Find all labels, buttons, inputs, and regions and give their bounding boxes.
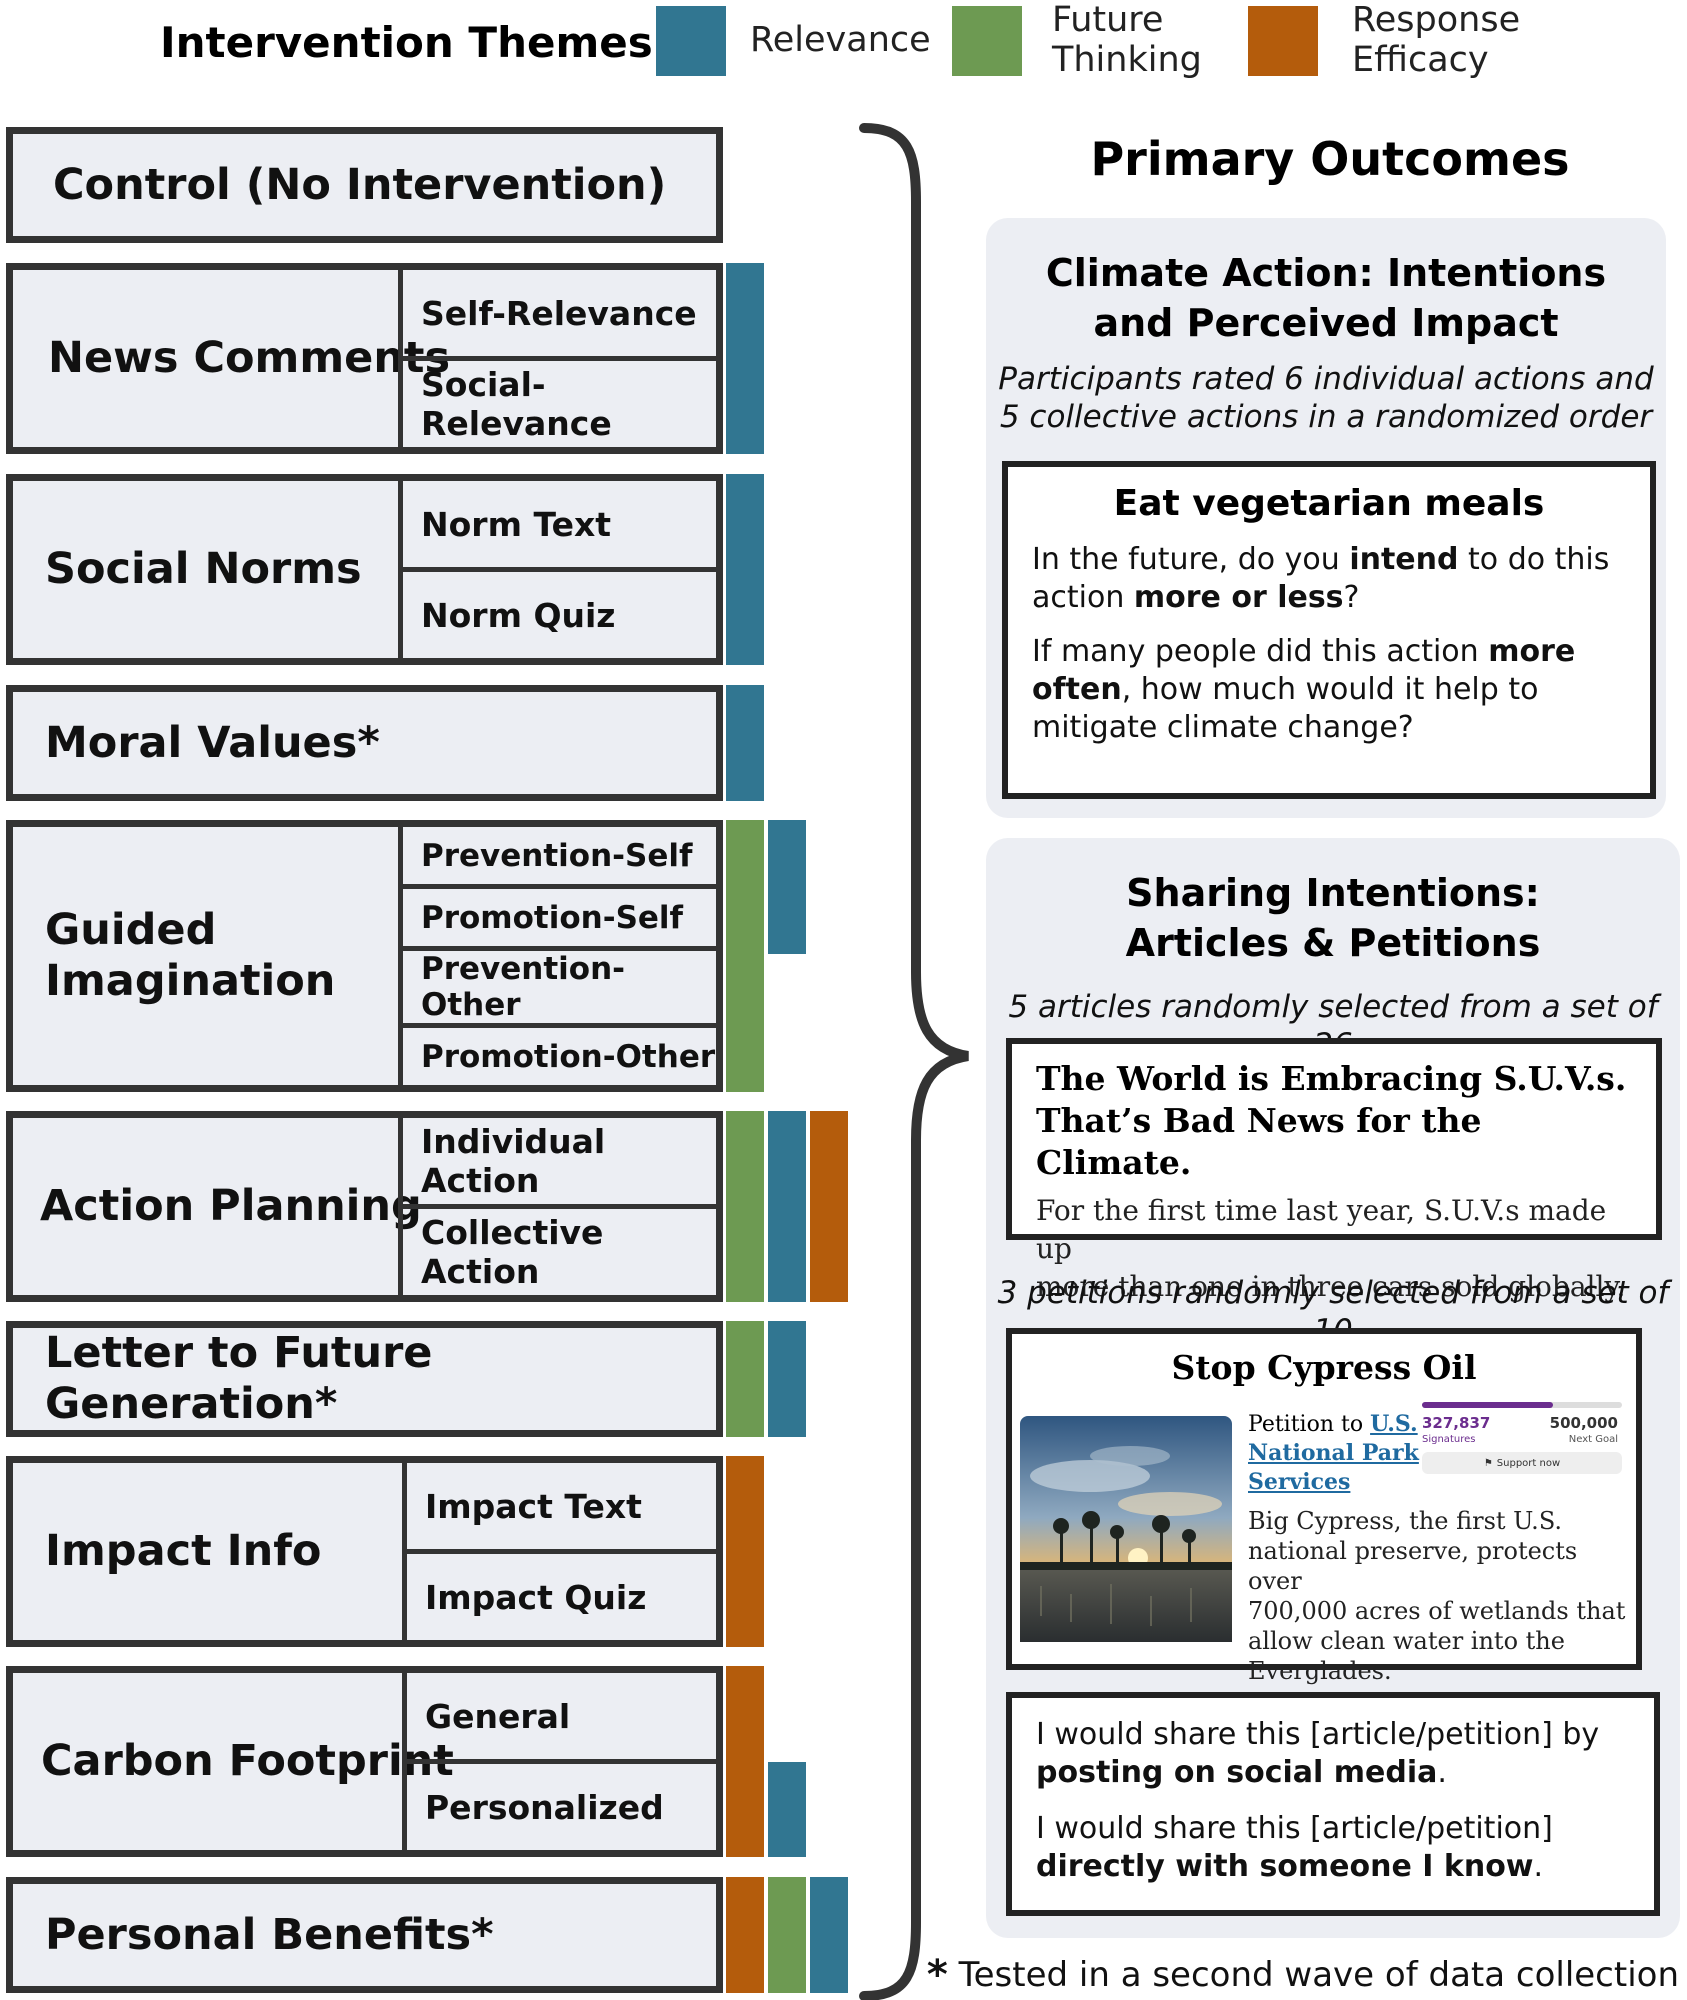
- article-body: For the first time last year, S.U.V.s ma…: [1036, 1194, 1626, 1303]
- theme-bar-response-efficacy: [726, 1666, 764, 1857]
- intervention-letter-future-generation: Letter to Future Generation*: [6, 1321, 723, 1437]
- theme-bar-relevance: [726, 263, 764, 454]
- petition-target-link[interactable]: U.S.: [1370, 1411, 1418, 1437]
- climate-action-example-card: Eat vegetarian meals In the future, do y…: [1002, 461, 1656, 799]
- theme-bar-response-efficacy: [726, 1877, 764, 1993]
- legend-swatch-relevance: [656, 6, 726, 76]
- theme-bar-future-thinking: [726, 1111, 764, 1302]
- footnote-star: *: [926, 1952, 948, 1998]
- sub-intervention: Promotion-Self: [403, 884, 716, 946]
- sub-intervention: Impact Quiz: [407, 1549, 716, 1640]
- petition-title: Stop Cypress Oil: [1171, 1348, 1477, 1387]
- theme-bar-response-efficacy: [726, 1456, 764, 1647]
- theme-bar-future-thinking: [768, 1877, 806, 1993]
- sub-intervention: Norm Text: [421, 504, 612, 544]
- sub-intervention: Collective Action: [403, 1204, 716, 1295]
- theme-bar-relevance: [768, 1111, 806, 1302]
- signature-goal-label: Next Goal: [1568, 1434, 1618, 1445]
- legend-label-response-efficacy: Response Efficacy: [1352, 0, 1521, 80]
- sub-intervention: Prevention-Other: [403, 946, 716, 1023]
- sub-intervention: Social-Relevance: [403, 356, 716, 447]
- signature-count: 327,837: [1422, 1414, 1491, 1432]
- signature-goal: 500,000: [1549, 1414, 1618, 1432]
- sub-intervention: Personalized: [407, 1759, 716, 1850]
- theme-bar-future-thinking: [726, 1321, 764, 1437]
- signature-count-label: Signatures: [1422, 1434, 1476, 1445]
- petition-target: Petition to U.S. National Park Services: [1248, 1411, 1419, 1495]
- sharing-intentions-title: Sharing Intentions: Articles & Petitions: [1125, 871, 1541, 965]
- intervention-label: News Comments: [48, 333, 451, 384]
- intervention-action-planning: Action Planning Individual Action Collec…: [6, 1111, 723, 1302]
- intervention-label: Personal Benefits*: [45, 1909, 494, 1960]
- theme-bar-relevance: [768, 1321, 806, 1437]
- sub-intervention: General: [425, 1696, 571, 1736]
- petition-target-link[interactable]: National Park: [1248, 1440, 1419, 1466]
- signature-progress-bar: [1422, 1402, 1622, 1408]
- climate-action-panel: Climate Action: Intentions and Perceived…: [986, 218, 1666, 818]
- petition-card: Stop Cypress Oil: [1006, 1328, 1642, 1685]
- climate-action-subtitle: Participants rated 6 individual actions …: [998, 361, 1654, 435]
- legend-swatch-future-thinking: [952, 6, 1022, 76]
- intervention-personal-benefits: Personal Benefits*: [6, 1877, 723, 1993]
- petition-description: Big Cypress, the first U.S. national pre…: [1248, 1507, 1626, 1685]
- intervention-control: Control (No Intervention): [6, 127, 723, 243]
- support-now-button[interactable]: ⚑Support now: [1422, 1452, 1622, 1474]
- intervention-label: Social Norms: [45, 544, 362, 595]
- intervention-moral-values: Moral Values*: [6, 685, 723, 801]
- impact-question: If many people did this action more ofte…: [1032, 634, 1576, 745]
- sub-intervention: Prevention-Self: [421, 837, 693, 874]
- intervention-guided-imagination: Guided Imagination Prevention-Self Promo…: [6, 820, 723, 1092]
- theme-bar-response-efficacy: [810, 1111, 848, 1302]
- share-social-media-question: I would share this [article/petition] by…: [1036, 1717, 1600, 1790]
- intervention-label: Letter to Future Generation*: [45, 1328, 433, 1429]
- intervention-label: Carbon Footprint: [41, 1736, 454, 1787]
- support-icon: ⚑: [1483, 1457, 1493, 1469]
- intervention-label: Guided Imagination: [45, 905, 336, 1006]
- intervention-label: Impact Info: [45, 1526, 322, 1577]
- footnote: * Tested in a second wave of data collec…: [926, 1952, 1679, 1998]
- sub-intervention: Impact Text: [425, 1486, 642, 1526]
- primary-outcomes-title: Primary Outcomes: [1090, 132, 1570, 186]
- theme-bar-relevance: [726, 474, 764, 665]
- theme-bar-future-thinking: [726, 820, 764, 1092]
- intervention-label: Control (No Intervention): [53, 159, 667, 210]
- intervention-label: Action Planning: [40, 1181, 422, 1232]
- intervention-impact-info: Impact Info Impact Text Impact Quiz: [6, 1456, 723, 1647]
- intervention-label: Moral Values*: [45, 717, 380, 768]
- signature-progress-fill: [1422, 1402, 1554, 1408]
- sharing-intentions-panel: Sharing Intentions: Articles & Petitions…: [986, 838, 1680, 1938]
- theme-bar-relevance: [768, 1762, 806, 1857]
- climate-action-title: Climate Action: Intentions and Perceived…: [1045, 251, 1607, 345]
- intention-question: In the future, do you intend to do this …: [1032, 542, 1610, 615]
- article-headline: The World is Embracing S.U.V.s. That’s B…: [1036, 1059, 1627, 1182]
- sharing-questions-card: I would share this [article/petition] by…: [1006, 1692, 1660, 1916]
- example-action-title: Eat vegetarian meals: [1113, 483, 1545, 524]
- sub-intervention: Promotion-Other: [403, 1023, 716, 1085]
- legend-label-relevance: Relevance: [750, 20, 931, 60]
- petition-photo: [1020, 1416, 1232, 1642]
- sub-intervention: Self-Relevance: [421, 293, 697, 333]
- intervention-carbon-footprint: Carbon Footprint General Personalized: [6, 1666, 723, 1857]
- legend-swatch-response-efficacy: [1248, 6, 1318, 76]
- petitions-note: 3 petitions randomly selected from a set…: [997, 1275, 1669, 1349]
- theme-bar-relevance: [810, 1877, 848, 1993]
- theme-bar-relevance: [726, 685, 764, 801]
- intervention-news-comments: News Comments Self-Relevance Social-Rele…: [6, 263, 723, 454]
- grouping-brace: [859, 123, 969, 2000]
- article-card: The World is Embracing S.U.V.s. That’s B…: [1006, 1038, 1662, 1303]
- legend-title: Intervention Themes:: [160, 18, 670, 67]
- theme-bar-relevance: [768, 820, 806, 954]
- sub-intervention: Norm Quiz: [403, 567, 716, 658]
- share-directly-question: I would share this [article/petition] di…: [1036, 1811, 1553, 1884]
- legend-label-future-thinking: Future Thinking: [1052, 0, 1202, 80]
- petition-target-link[interactable]: Services: [1248, 1469, 1351, 1495]
- intervention-social-norms: Social Norms Norm Text Norm Quiz: [6, 474, 723, 665]
- sub-intervention: Individual Action: [421, 1122, 606, 1200]
